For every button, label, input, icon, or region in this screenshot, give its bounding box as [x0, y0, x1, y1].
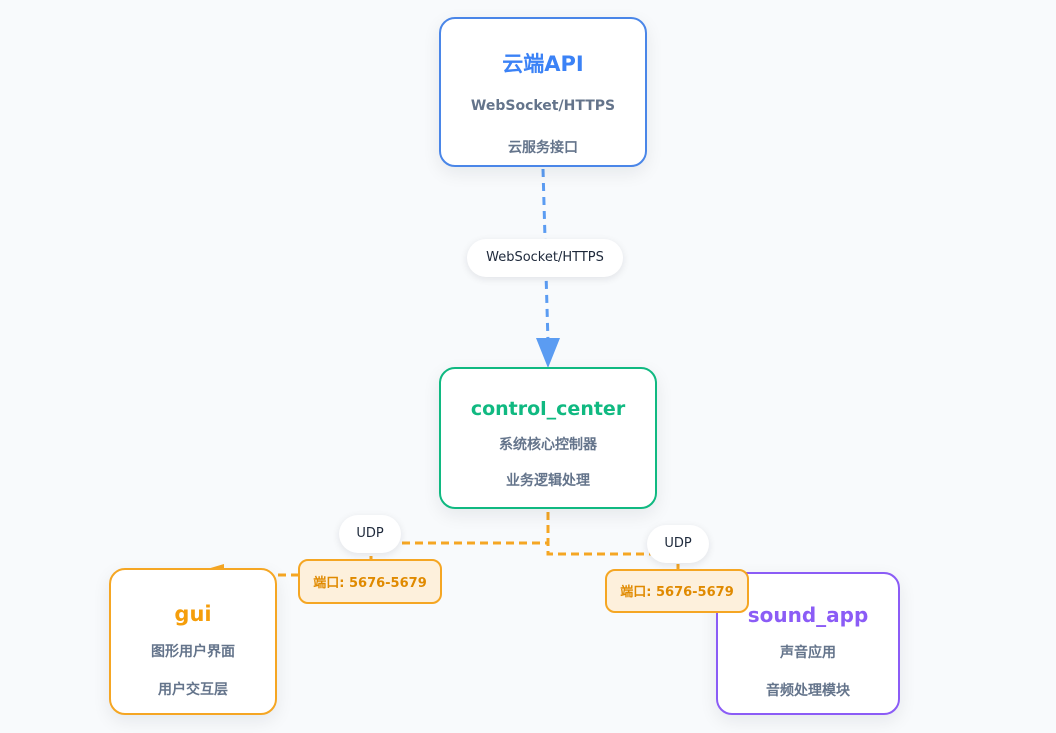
udp-right-port-label: 端口: 5676-5679: [605, 569, 749, 613]
node-cloud-api[interactable]: 云端API WebSocket/HTTPS 云服务接口: [439, 17, 647, 167]
node-title: gui: [174, 602, 212, 626]
node-description: 音频处理模块: [766, 683, 850, 699]
node-title: control_center: [470, 398, 626, 420]
udp-right-label: UDP: [647, 525, 709, 563]
node-description: 系统核心控制器: [499, 437, 597, 453]
ws-link-arrowhead: [536, 338, 560, 368]
ws-link-label: WebSocket/HTTPS: [467, 239, 623, 277]
udp-left-port-label: 端口: 5676-5679: [298, 559, 442, 604]
node-description: 云服务接口: [508, 140, 578, 156]
node-description: 声音应用: [780, 645, 836, 661]
node-control-center[interactable]: control_center 系统核心控制器 业务逻辑处理: [439, 367, 657, 509]
node-description: 业务逻辑处理: [506, 473, 590, 489]
udp-left-label: UDP: [339, 515, 401, 553]
node-title: sound_app: [747, 603, 869, 627]
node-title: 云端API: [502, 52, 584, 76]
node-description: 图形用户界面: [151, 644, 235, 660]
node-description: 用户交互层: [158, 682, 228, 698]
node-gui[interactable]: gui 图形用户界面 用户交互层: [109, 568, 277, 715]
node-description: WebSocket/HTTPS: [470, 98, 616, 114]
